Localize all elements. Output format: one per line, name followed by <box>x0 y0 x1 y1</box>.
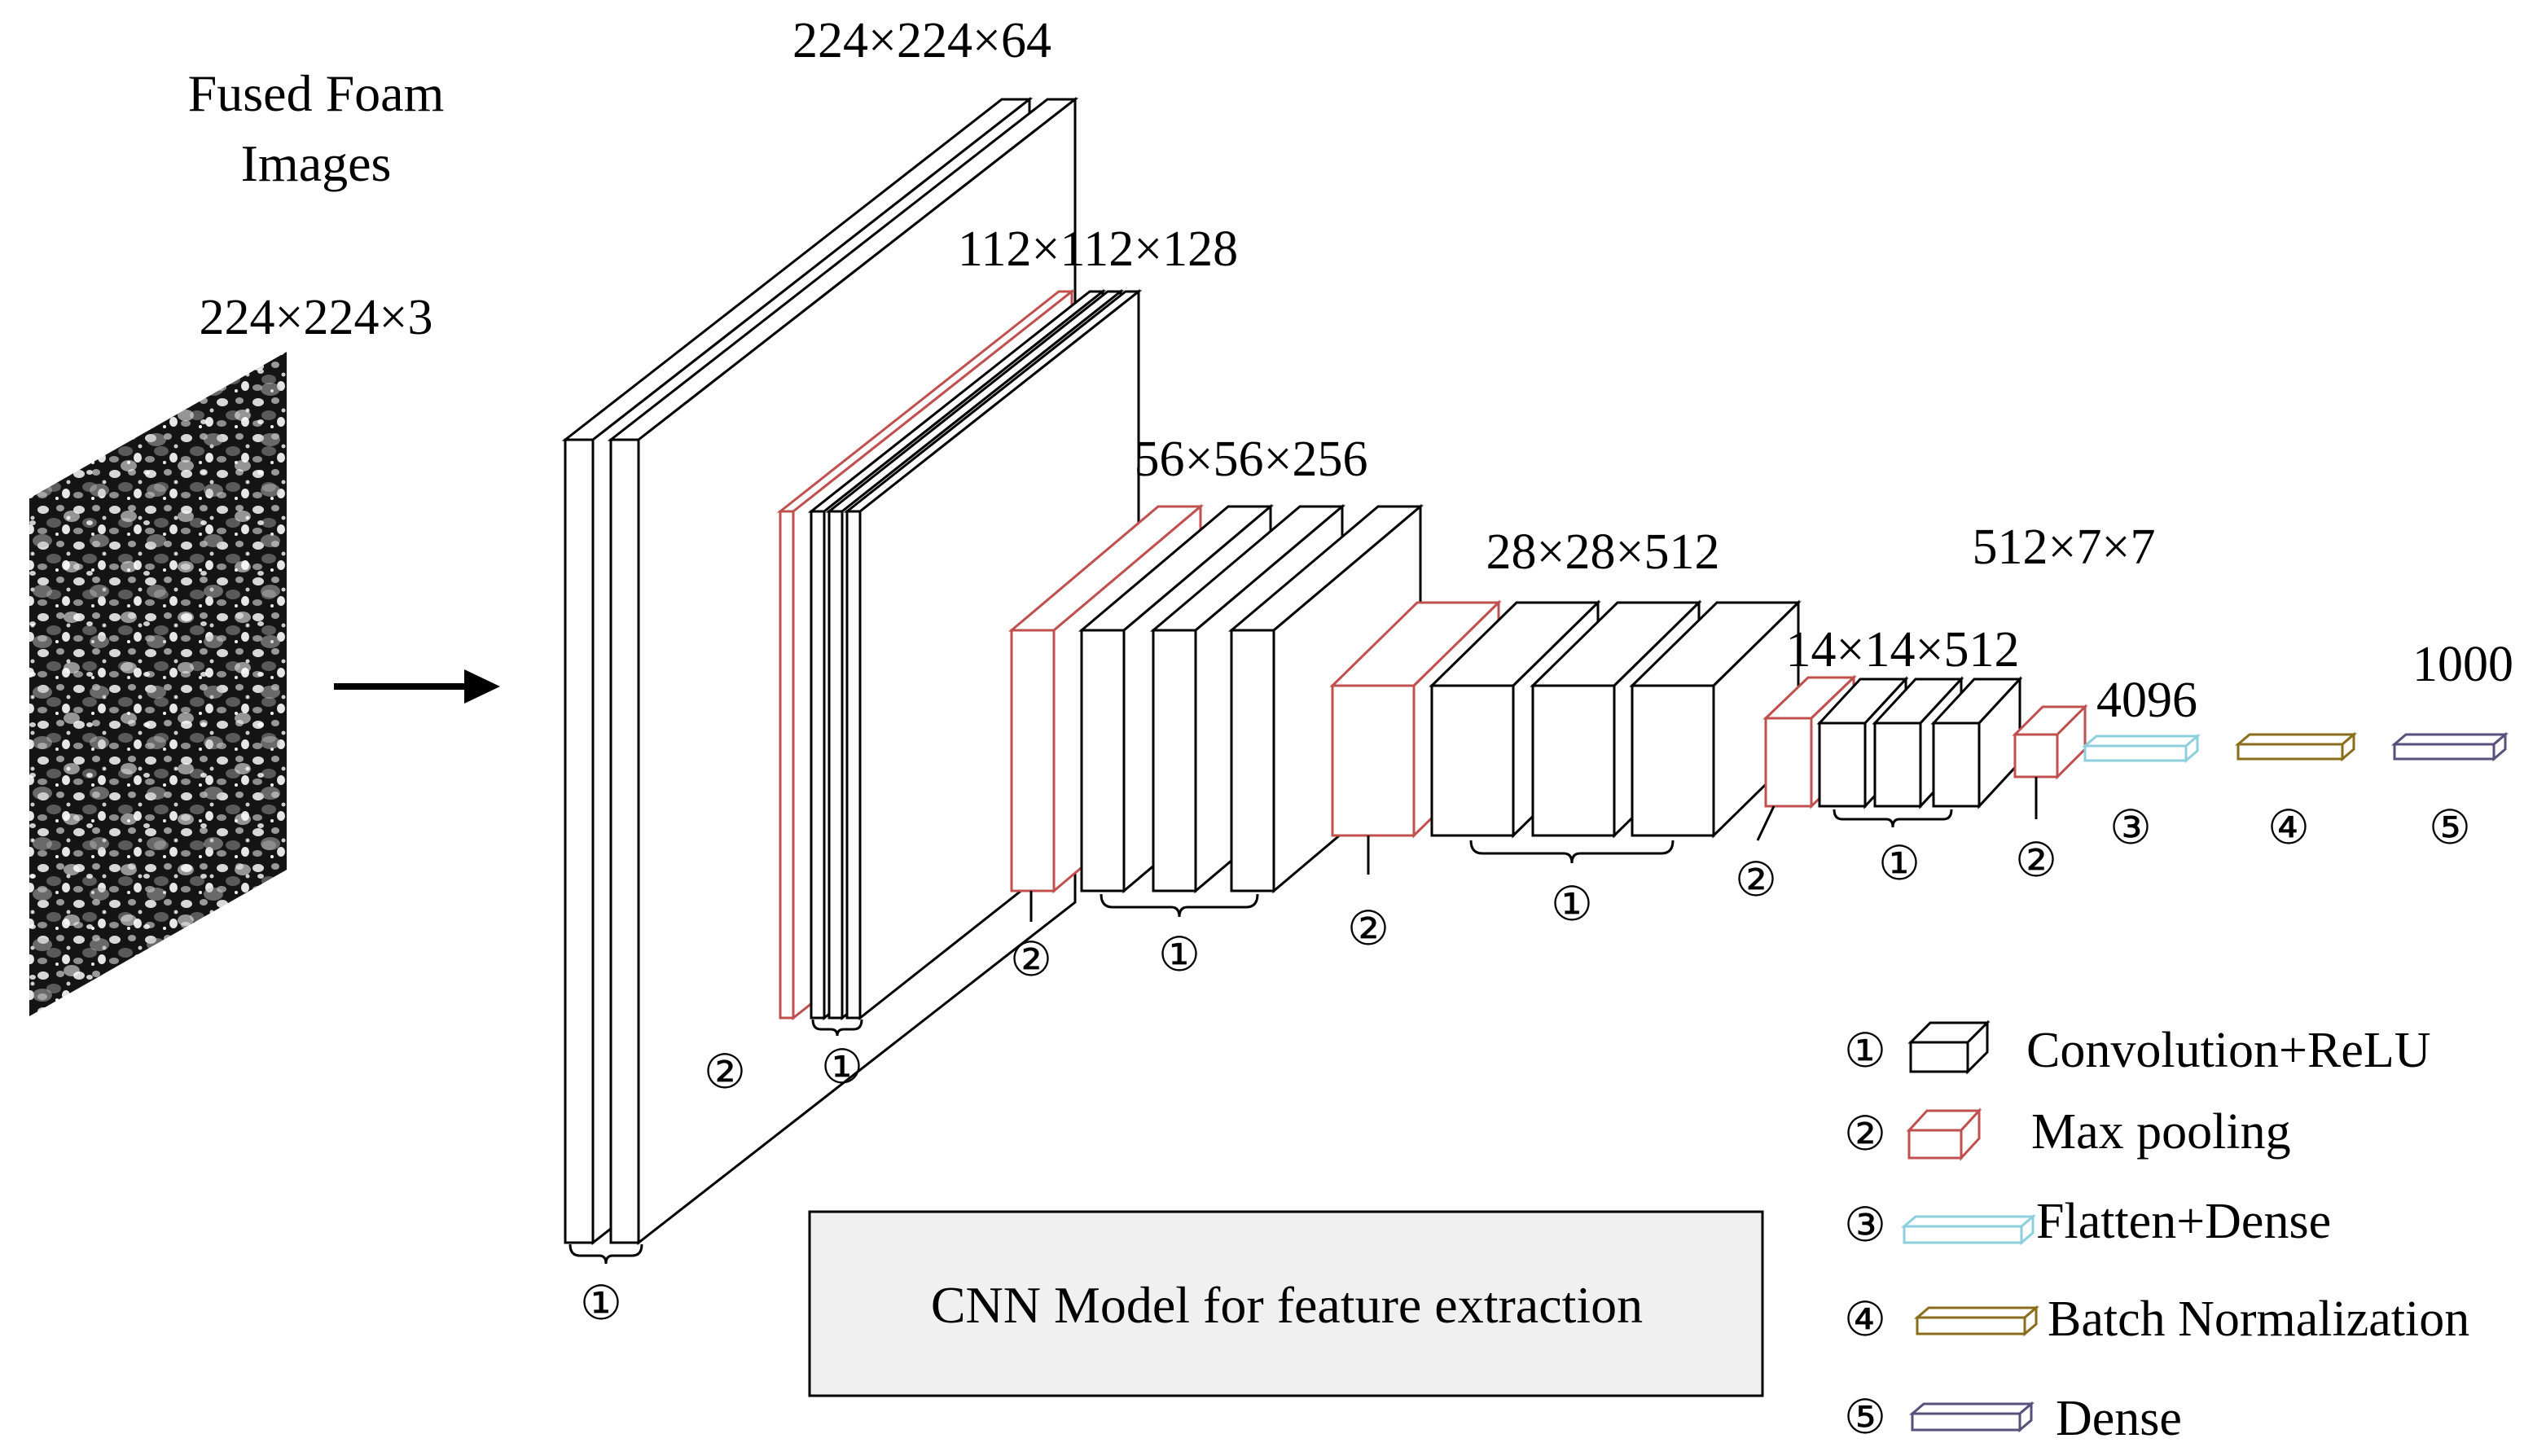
input-size-label: 224×224×3 <box>200 290 433 345</box>
legend-marker-conv: ① <box>1844 1024 1886 1077</box>
legend: ① Convolution+ReLU ② Max pooling ③ Flatt… <box>1844 1020 2469 1446</box>
shape-label-14: 14×14×512 <box>1786 622 2020 678</box>
marker-dense: ⑤ <box>2429 801 2471 854</box>
legend-marker-dense: ⑤ <box>1844 1391 1886 1444</box>
legend-marker-pool: ② <box>1844 1107 1886 1160</box>
legend-swatch-conv <box>1907 1020 1991 1075</box>
flatten-dense-layer <box>2081 733 2201 764</box>
shape-label-28: 28×28×512 <box>1486 524 1720 580</box>
marker-pool-56: ② <box>1010 933 1052 986</box>
marker-flatten: ③ <box>2109 801 2152 854</box>
marker-pool-28: ② <box>1347 902 1389 955</box>
marker-pool-7: ② <box>2015 834 2057 887</box>
marker-bn: ④ <box>2267 801 2310 854</box>
marker-conv-56: ① <box>1158 928 1201 981</box>
conv-layer-224-a-front <box>564 438 595 1244</box>
caption-box <box>808 1210 1764 1397</box>
brace-conv-224 <box>568 1243 643 1265</box>
brace-conv-28 <box>1469 840 1675 864</box>
tick-pool-14 <box>1756 805 1776 841</box>
conv-layer-224-b-front <box>609 438 640 1244</box>
legend-swatch-flatten <box>1900 1213 2037 1246</box>
brace-conv-56 <box>1100 893 1259 918</box>
caption-text: CNN Model for feature extraction <box>931 1276 1643 1334</box>
legend-swatch-bn <box>1913 1305 2040 1337</box>
brace-conv-112 <box>811 1019 863 1037</box>
foam-image <box>29 352 287 1016</box>
conv-block-28 <box>1429 599 1802 839</box>
conv-block-14 <box>1816 676 2023 809</box>
legend-label-flatten: Flatten+Dense <box>2036 1194 2331 1249</box>
legend-label-pool: Max pooling <box>2031 1104 2291 1160</box>
input-title-line2: Images <box>241 134 392 192</box>
dense-layer <box>2390 731 2509 762</box>
legend-marker-bn: ④ <box>1844 1293 1886 1346</box>
brace-conv-14 <box>1833 809 1953 828</box>
shape-label-1000: 1000 <box>2412 637 2513 692</box>
marker-conv-28: ① <box>1551 878 1593 931</box>
pool-layer-7 <box>2012 704 2088 780</box>
marker-conv-224: ① <box>580 1277 622 1330</box>
shape-label-112: 112×112×128 <box>958 221 1238 277</box>
marker-conv-112: ① <box>821 1041 863 1094</box>
batch-norm-layer <box>2234 731 2358 762</box>
marker-pool-224: ② <box>704 1046 746 1099</box>
legend-marker-flatten: ③ <box>1844 1199 1886 1252</box>
legend-label-conv: Convolution+ReLU <box>2026 1023 2431 1078</box>
input-arrow <box>334 669 500 704</box>
shape-label-7: 512×7×7 <box>1973 520 2156 575</box>
legend-label-dense: Dense <box>2056 1391 2182 1446</box>
shape-label-56: 56×56×256 <box>1135 432 1368 487</box>
marker-pool-14: ② <box>1735 853 1777 906</box>
shape-label-4096: 4096 <box>2096 673 2197 728</box>
legend-swatch-pool <box>1906 1107 1982 1161</box>
legend-swatch-dense <box>1908 1401 2035 1433</box>
shape-label-224: 224×224×64 <box>792 13 1051 68</box>
marker-conv-14: ① <box>1878 837 1920 890</box>
legend-label-bn: Batch Normalization <box>2048 1292 2469 1347</box>
input-title-line1: Fused Foam <box>188 64 445 122</box>
